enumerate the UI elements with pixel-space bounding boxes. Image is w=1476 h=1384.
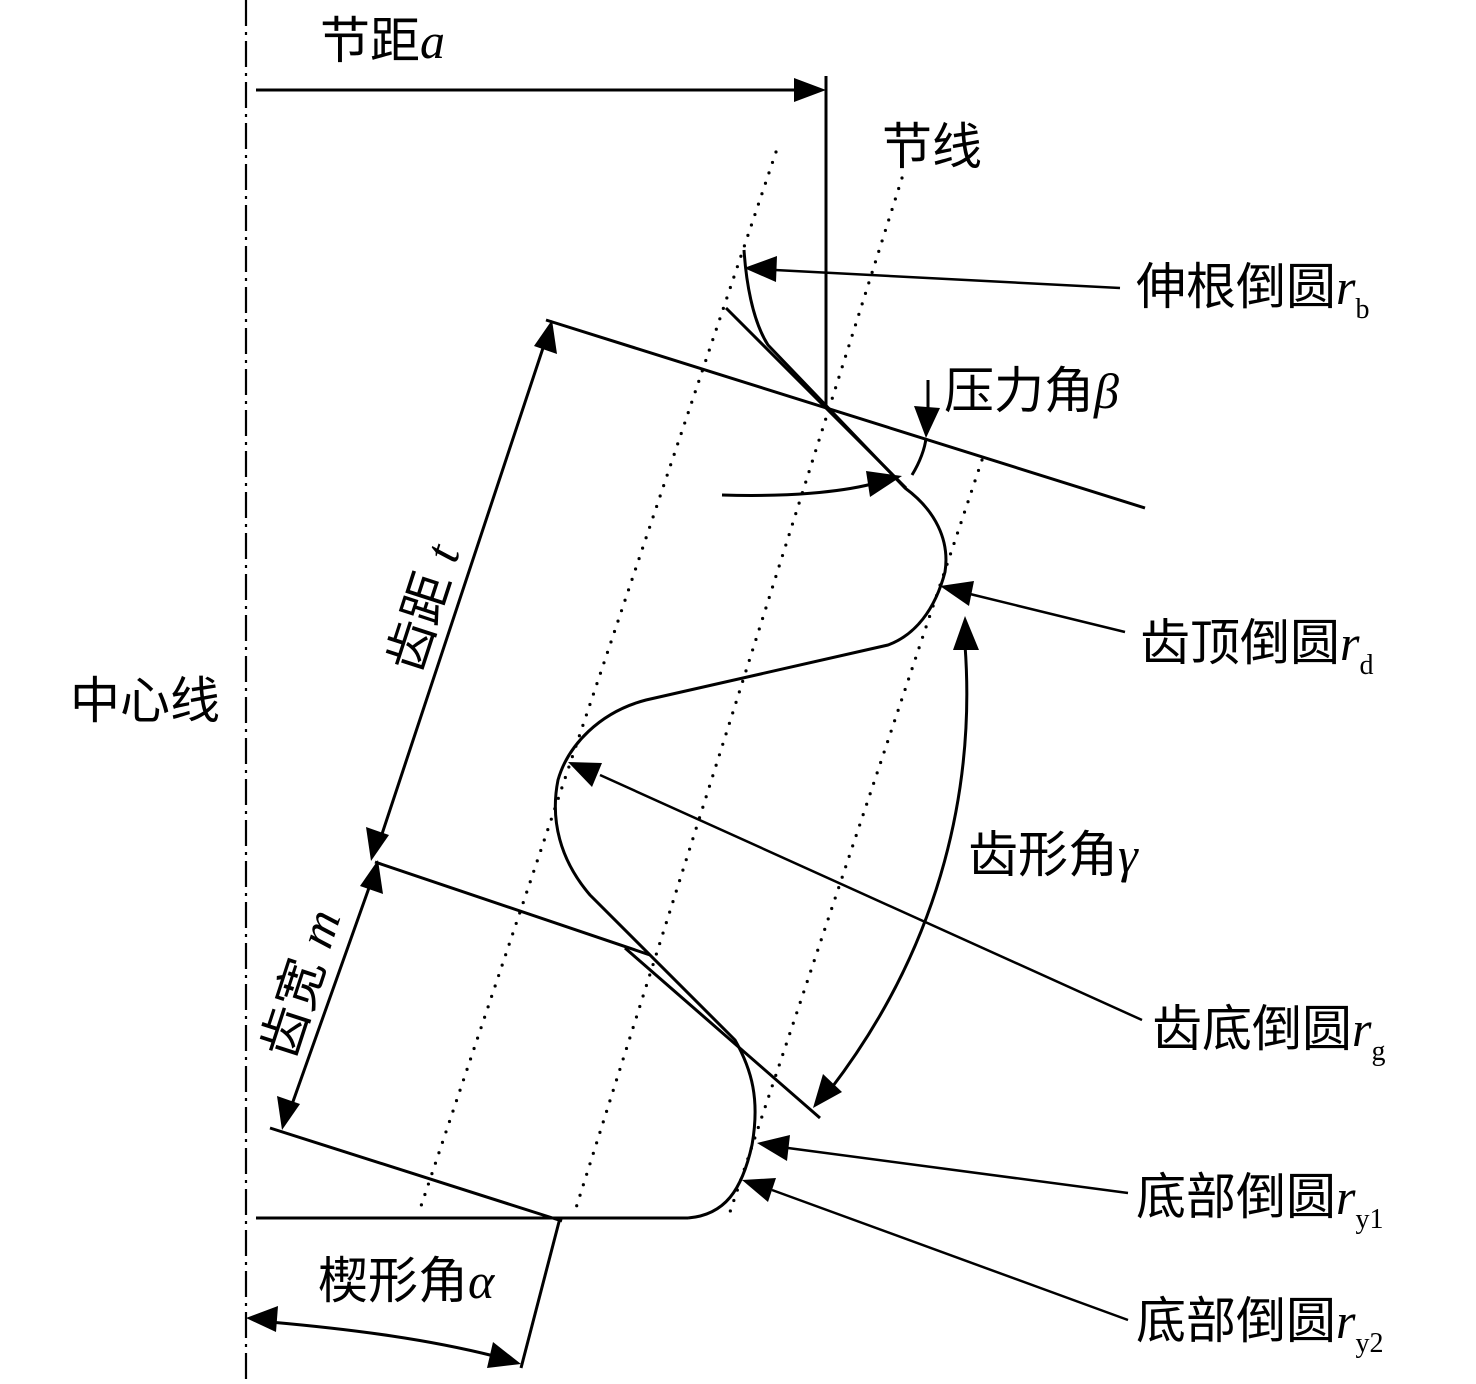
base-fillet-ry2-leader [771, 1188, 1129, 1322]
pressure-angle-label: 压力角β [944, 366, 1119, 416]
pitch-a-arrowhead [794, 78, 826, 102]
base-fillet-ry2-subscript: y2 [1355, 1328, 1384, 1359]
base-fillet-ry2-label: 底部倒圆ry2 [1136, 1296, 1383, 1358]
tooth-angle-arrow-bottom [813, 1074, 842, 1108]
wedge-angle-arc [269, 1320, 495, 1358]
tooth-pitch-dimension-line [378, 344, 546, 841]
center-line-text: 中心线 [70, 672, 220, 730]
wedge-angle-symbol: α [468, 1253, 495, 1309]
tooth-angle-label: 齿形角γ [968, 830, 1138, 880]
base-fillet-ry1-leader [787, 1146, 1129, 1195]
bottom-fillet-rg-subscript: g [1371, 1036, 1386, 1067]
bottom-fillet-rg-symbol: r [1352, 1001, 1372, 1057]
pressure-angle-symbol: β [1094, 363, 1119, 419]
pressure-angle-arrow-upper [914, 406, 940, 438]
tooth-angle-arrow-top [953, 616, 979, 650]
base-fillet-ry1-arrow [757, 1135, 790, 1161]
pitch-a-text: 节距 [320, 12, 420, 70]
tip-fillet-rd-symbol: r [1340, 615, 1360, 671]
base-fillet-ry1-text: 底部倒圆 [1136, 1168, 1336, 1226]
dotted-line-2 [574, 176, 904, 1210]
base-fillet-ry1-subscript: y1 [1355, 1204, 1384, 1235]
tip-fillet-rd-label: 齿顶倒圆rd [1140, 618, 1373, 680]
tooth-pitch-arrow-bottom [366, 827, 389, 861]
tip-fillet-rd-text: 齿顶倒圆 [1140, 614, 1340, 672]
tooth-angle-arc [828, 644, 969, 1091]
tooth-width-arrow-top [360, 860, 383, 894]
tooth-bottom-line [269, 1126, 563, 1223]
tooth-angle-symbol: γ [1118, 827, 1138, 883]
root-fillet-rb-arrow [744, 256, 777, 282]
pitch-line-text: 节线 [882, 118, 982, 176]
base-fillet-ry2-symbol: r [1336, 1293, 1356, 1349]
root-fillet-rb-subscript: b [1355, 294, 1370, 325]
tooth-width-arrow-bottom [277, 1096, 300, 1130]
lower-flank-tangent [624, 946, 821, 1120]
tip-fillet-rd-subscript: d [1359, 650, 1374, 681]
pressure-angle-arrow-lower [866, 471, 902, 497]
dotted-line-1 [416, 150, 778, 1217]
pressure-angle-arc-upper [910, 437, 928, 476]
bottom-fillet-rg-text: 齿底倒圆 [1152, 1000, 1352, 1058]
tooth-width-dimension-line [288, 884, 372, 1111]
root-fillet-rb-symbol: r [1336, 259, 1356, 315]
tooth-top-line [545, 318, 1146, 510]
tip-fillet-rd-arrow [940, 581, 974, 606]
base-fillet-ry1-symbol: r [1336, 1169, 1356, 1225]
tooth-profile-curve [553, 249, 948, 1220]
wedge-angle-arrow-left [246, 1306, 278, 1332]
pitch-line-label: 节线 [882, 122, 982, 172]
base-fillet-ry2-text: 底部倒圆 [1136, 1292, 1336, 1350]
bottom-fillet-rg-arrow [568, 762, 602, 787]
root-fillet-rb-text: 伸根倒圆 [1136, 258, 1336, 316]
base-fillet-ry1-label: 底部倒圆ry1 [1136, 1172, 1383, 1234]
wedge-angle-text: 楔形角 [318, 1252, 468, 1310]
tooth-pitch-arrow-top [534, 320, 557, 354]
center-line-label: 中心线 [70, 676, 220, 726]
root-fillet-rb-label: 伸根倒圆rb [1136, 262, 1369, 324]
bottom-fillet-rg-leader [599, 773, 1143, 1022]
pitch-a-symbol: a [420, 13, 445, 69]
tip-fillet-rd-leader [969, 592, 1126, 634]
bottom-fillet-rg-label: 齿底倒圆rg [1152, 1004, 1385, 1066]
pitch-a-label: 节距a [320, 16, 445, 66]
wedge-line [519, 1217, 562, 1369]
tooth-pitch-reference-line [374, 860, 651, 957]
tooth-angle-text: 齿形角 [968, 826, 1118, 884]
wedge-angle-label: 楔形角α [318, 1256, 494, 1306]
pressure-angle-text: 压力角 [944, 362, 1094, 420]
pressure-angle-arc [721, 482, 873, 497]
root-fillet-rb-leader [774, 268, 1121, 290]
base-fillet-ry2-arrow [742, 1178, 776, 1202]
wedge-angle-arrow-right [487, 1342, 521, 1368]
